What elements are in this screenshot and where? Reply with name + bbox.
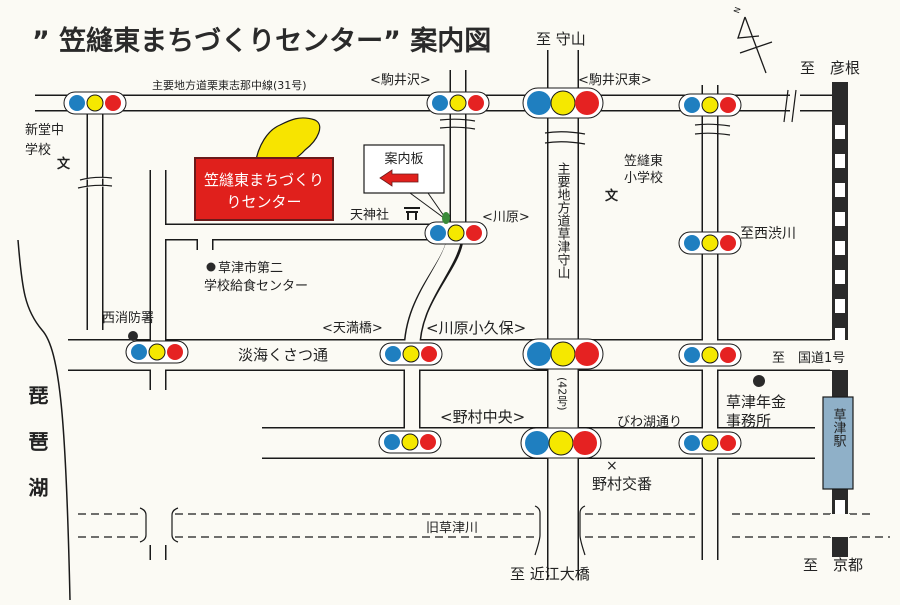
old-kusatsu-river [78, 513, 890, 538]
to-kyoto-label: 至 京都 [803, 556, 863, 574]
school-icon: 文 [57, 156, 71, 172]
traffic-signal-icon [63, 91, 127, 115]
lunch-center-label-1: 草津市第二 [218, 260, 283, 276]
lunch-center-marker [206, 262, 216, 272]
police-box-label: 野村交番 [592, 475, 652, 493]
to-nishishibukawa-label: 至西渋川 [740, 226, 796, 242]
lunch-center-label-2: 学校給食センター [204, 278, 308, 294]
police-box-icon: × [606, 458, 618, 474]
center-label-line1: 笠縫東まちづくり [204, 171, 324, 189]
traffic-signal-icon [522, 87, 604, 119]
komaizawa-label: <駒井沢> [370, 73, 431, 88]
center-label-line2: りセンター [226, 193, 301, 211]
shindo-jhs-label-2: 学校 [25, 142, 51, 158]
info-board-callout [363, 144, 445, 194]
station-label: 草津駅 [831, 408, 847, 448]
kasanui-higashi-center [194, 157, 334, 221]
komaizawa-higashi-label: <駒井沢東> [578, 72, 652, 88]
pension-office-label-1: 草津年金 [726, 393, 786, 411]
traffic-signal-icon [426, 91, 490, 115]
traffic-signal-icon [678, 343, 742, 367]
kawahara-label: <川原> [482, 210, 530, 225]
to-omi-ohashi-label: 至 近江大橋 [510, 565, 590, 583]
traffic-signal-icon [424, 221, 488, 245]
traffic-signal-icon [678, 93, 742, 117]
to-moriyama-label: 至 守山 [536, 30, 586, 48]
lake-shore [17, 239, 71, 601]
tenmanbashi-label: <天満橋> [322, 321, 383, 336]
tenjinsha-label: 天神社 [350, 207, 389, 223]
info-board-marker [442, 212, 450, 224]
to-hikone-label: 至 彦根 [800, 59, 860, 77]
old-kusatsu-river-label: 旧草津川 [426, 521, 478, 536]
traffic-signal-icon [522, 338, 604, 370]
fire-station-marker [128, 331, 138, 341]
kawahara-okubo-label: <川原小久保> [426, 319, 526, 337]
route42-name-label: 主要地方道草津守山 [555, 162, 571, 279]
kasanui-es-label-2: 小学校 [624, 170, 663, 186]
fire-station-label: 西消防署 [102, 310, 154, 326]
route31-label: 主要地方道栗東志那中線(31号) [152, 78, 307, 92]
kasanui-es-label-1: 笠縫東 [624, 153, 663, 169]
nomura-chuo-label: <野村中央> [440, 408, 525, 426]
oumi-kusatsu-label: 淡海くさつ通 [238, 346, 328, 364]
left-arrow-icon [379, 169, 419, 187]
north-label: N [732, 6, 743, 15]
lake-biwa-label: 琵琶湖 [25, 385, 49, 523]
school-icon: 文 [605, 188, 619, 204]
to-kokudo1-label: 至 国道1号 [772, 351, 845, 366]
pension-office-marker [753, 375, 765, 387]
traffic-signal-icon [678, 431, 742, 455]
traffic-signal-icon [378, 430, 442, 454]
traffic-signal-icon [379, 342, 443, 366]
route42-number-label: (42号) [556, 377, 569, 411]
traffic-signal-icon [678, 231, 742, 255]
traffic-signal-icon [125, 340, 189, 364]
traffic-signal-icon [520, 427, 602, 459]
traffic-signals [63, 87, 742, 459]
info-board-label: 案内板 [384, 151, 423, 167]
kusatsu-station [822, 396, 854, 490]
river-banks [139, 505, 586, 556]
north-arrow-icon [737, 16, 773, 74]
shindo-jhs-label-1: 新堂中 [25, 122, 64, 138]
biwako-dori-label: びわ湖通り [617, 415, 682, 430]
callout-pointer [409, 192, 445, 219]
shrine-icon [404, 207, 420, 220]
pension-office-label-2: 事務所 [726, 412, 771, 430]
map-title: ” 笠縫東まちづくりセンター” 案内図 [32, 25, 491, 57]
